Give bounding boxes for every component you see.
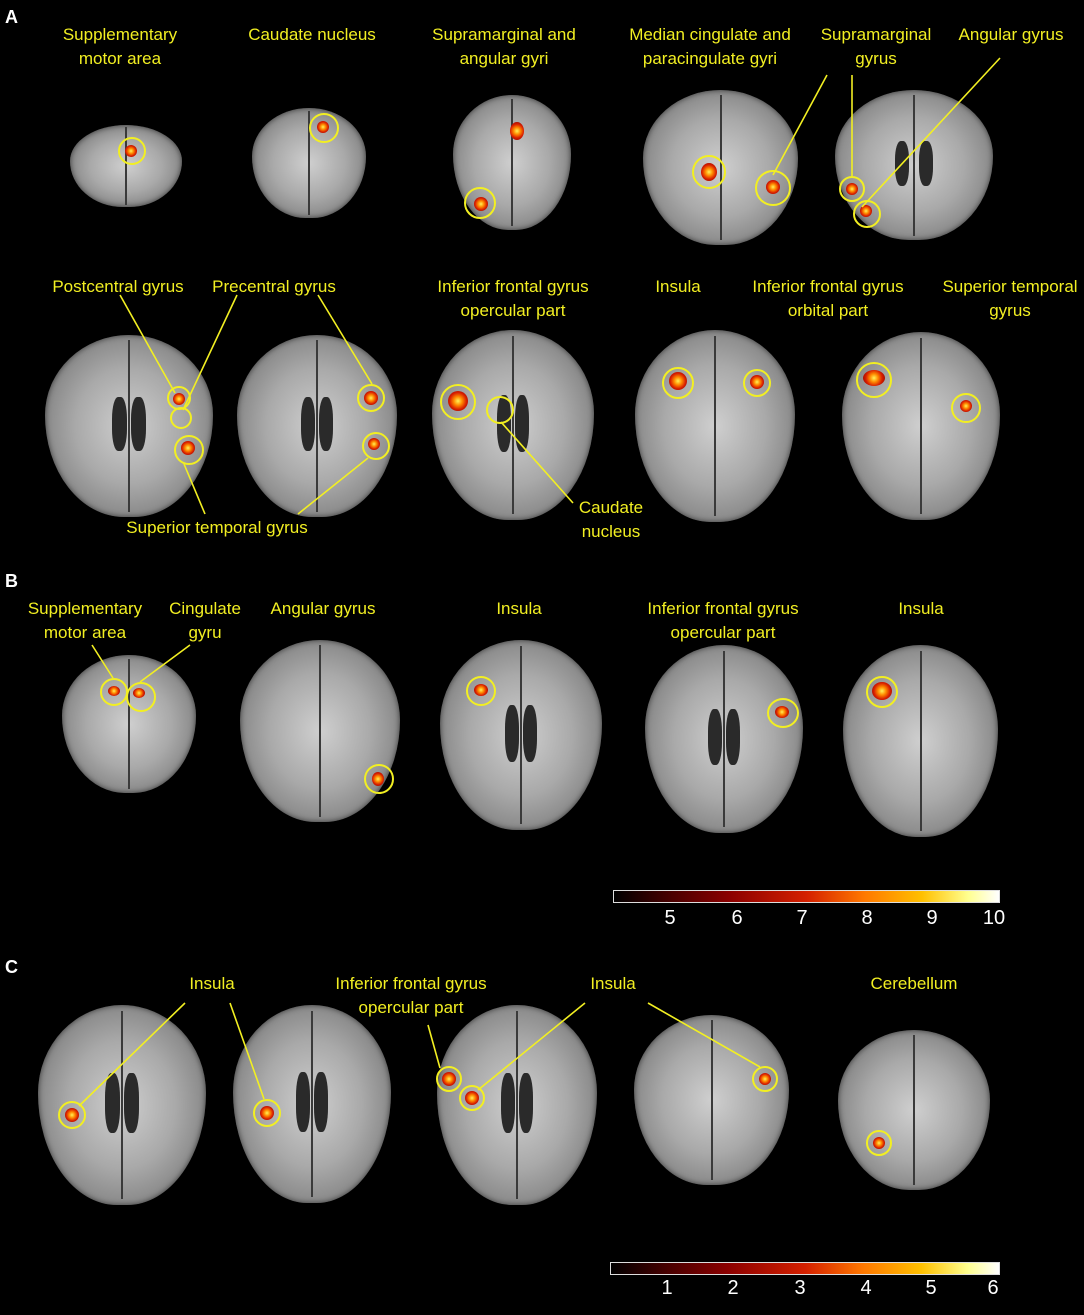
- label-insula: Insula: [189, 974, 235, 993]
- brain-slice: [645, 645, 803, 833]
- label-caudate-nucleus: Caudate nucleus: [578, 498, 644, 541]
- colorbar-tick: 4: [860, 1277, 872, 1299]
- panel-letter-a: A: [5, 7, 18, 27]
- highlight-circle: [440, 384, 476, 420]
- colorbar-tick: 7: [796, 907, 808, 929]
- colorbar-tick: 9: [926, 907, 938, 929]
- colorbar-tick: 6: [731, 907, 743, 929]
- label-angular: Angular gyrus: [958, 25, 1064, 44]
- label-superior-temporal-gyrus: Superior temporal gyrus: [126, 518, 308, 537]
- label-sma: Supplementary motor area: [27, 599, 143, 642]
- brain-slice: [440, 640, 602, 830]
- brain-slice: [437, 1005, 597, 1205]
- label-postcentral: Postcentral gyrus: [52, 277, 184, 296]
- highlight-circle: [662, 367, 694, 399]
- label-median-cingulate: Median cingulate and paracingulate gyri: [629, 25, 791, 68]
- label-insula: Insula: [655, 277, 701, 296]
- colorbar-tick: 10: [982, 907, 1006, 929]
- colorbar: [610, 1262, 1000, 1275]
- highlight-circle: [767, 698, 799, 728]
- highlight-circle: [486, 396, 514, 424]
- brain-slice: [838, 1030, 990, 1190]
- highlight-circle: [436, 1066, 462, 1092]
- highlight-circle: [755, 170, 791, 206]
- label-ifg-opercular: Inferior frontal gyrus opercular part: [647, 599, 799, 642]
- highlight-circle: [253, 1099, 281, 1127]
- label-ifg-orbital: Inferior frontal gyrus orbital part: [752, 277, 904, 320]
- highlight-circle: [839, 176, 865, 202]
- label-supramarginal-angular: Supramarginal and angular gyri: [432, 25, 576, 68]
- brain-slice: [843, 645, 998, 837]
- brain-slice: [62, 655, 196, 793]
- brain-slice: [237, 335, 397, 517]
- label-insula: Insula: [496, 599, 542, 618]
- highlight-circle: [126, 682, 156, 712]
- label-ifg-opercular: Inferior frontal gyrus opercular part: [437, 277, 589, 320]
- highlight-circle: [58, 1101, 86, 1129]
- highlight-circle: [692, 155, 726, 189]
- highlight-circle: [752, 1066, 778, 1092]
- panel-letter-c: C: [5, 957, 18, 977]
- label-insula: Insula: [590, 974, 636, 993]
- colorbar: [613, 890, 1000, 903]
- panel-letter-b: B: [5, 571, 18, 591]
- colorbar-tick: 3: [794, 1277, 806, 1299]
- highlight-circle: [466, 676, 496, 706]
- highlight-circle: [364, 764, 394, 794]
- highlight-circle: [459, 1085, 485, 1111]
- label-angular: Angular gyrus: [270, 599, 376, 618]
- colorbar-tick: 1: [661, 1277, 673, 1299]
- label-superior-temporal: Superior temporal gyrus: [942, 277, 1078, 320]
- highlight-circle: [309, 113, 339, 143]
- highlight-circle: [866, 676, 898, 708]
- colorbar-tick: 2: [727, 1277, 739, 1299]
- highlight-circle: [170, 407, 192, 429]
- highlight-circle: [464, 187, 496, 219]
- label-caudate: Caudate nucleus: [248, 25, 376, 44]
- highlight-circle: [118, 137, 146, 165]
- label-cerebellum: Cerebellum: [870, 974, 958, 993]
- activation-blob: [510, 122, 524, 140]
- highlight-circle: [362, 432, 390, 460]
- label-precentral: Precentral gyrus: [212, 277, 336, 296]
- highlight-circle: [743, 369, 771, 397]
- highlight-circle: [951, 393, 981, 423]
- colorbar-tick: 8: [861, 907, 873, 929]
- highlight-circle: [357, 384, 385, 412]
- highlight-circle: [866, 1130, 892, 1156]
- highlight-circle: [856, 362, 892, 398]
- label-cingulate: Cingulate gyru: [169, 599, 241, 642]
- brain-slice: [432, 330, 594, 520]
- brain-slice: [634, 1015, 789, 1185]
- colorbar-tick: 5: [664, 907, 676, 929]
- label-supramarginal: Supramarginal gyrus: [820, 25, 932, 68]
- colorbar-tick: 6: [987, 1277, 999, 1299]
- brain-slice: [45, 335, 213, 517]
- colorbar-tick: 5: [925, 1277, 937, 1299]
- label-insula: Insula: [898, 599, 944, 618]
- label-ifg-opercular: Inferior frontal gyrus opercular part: [335, 974, 487, 1017]
- label-sma: Supplementary motor area: [62, 25, 178, 68]
- brain-slice: [635, 330, 795, 522]
- highlight-circle: [174, 435, 204, 465]
